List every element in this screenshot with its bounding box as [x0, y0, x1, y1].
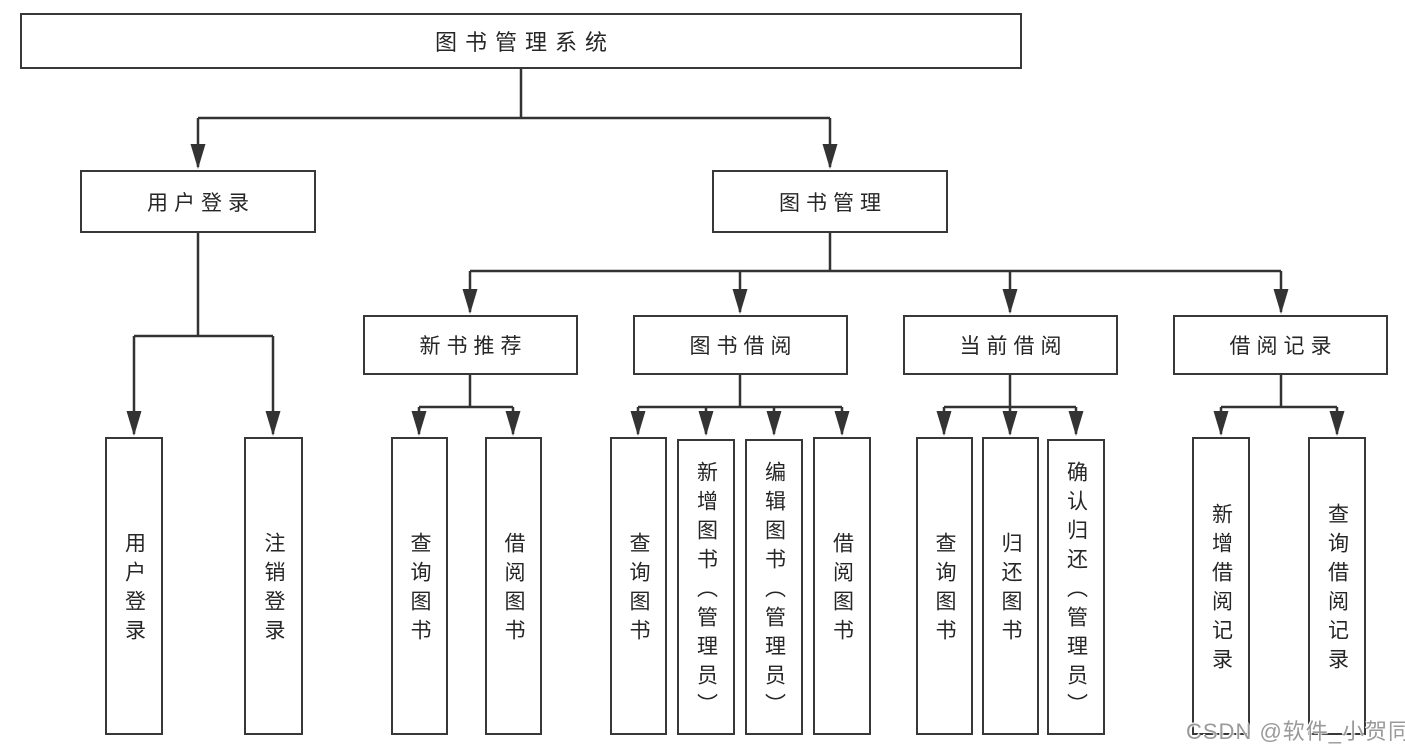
- connector-root: [198, 69, 830, 120]
- node-label: 新书推荐: [419, 335, 528, 358]
- node-label: 新增图书（管理员）: [694, 460, 718, 722]
- leaf-add-book-admin: 新增图书（管理员）: [677, 439, 735, 735]
- node-label: 编辑图书（管理员）: [762, 460, 786, 722]
- node-book-borrow: 图书借阅: [633, 315, 848, 375]
- node-label: 查询借阅记录: [1325, 503, 1349, 677]
- connector-new-book: [419, 375, 513, 409]
- leaf-query-books-recommend: 查询图书: [391, 437, 448, 735]
- leaf-edit-book-admin: 编辑图书（管理员）: [745, 439, 803, 735]
- node-label: 图书借阅: [689, 335, 798, 358]
- leaf-borrow-books: 借阅图书: [813, 437, 871, 735]
- node-label: 当前借阅: [959, 335, 1068, 358]
- node-label: 图书管理系统: [434, 30, 615, 55]
- leaf-confirm-return-admin: 确认归还（管理员）: [1047, 439, 1105, 735]
- node-label: 注销登录: [262, 532, 285, 648]
- node-label: 用户登录: [147, 191, 255, 215]
- node-label: 借阅图书: [830, 532, 854, 648]
- connector-current-borrow: [944, 375, 1076, 409]
- connector-book-borrow: [638, 375, 842, 409]
- node-book-management: 图书管理: [712, 170, 948, 233]
- node-borrow-records: 借阅记录: [1173, 315, 1388, 375]
- connector-book-management: [470, 233, 1281, 273]
- node-new-book-recommend: 新书推荐: [363, 315, 578, 375]
- node-label: 查询图书: [627, 532, 650, 648]
- leaf-query-borrow-record: 查询借阅记录: [1308, 437, 1366, 735]
- node-label: 查询图书: [408, 532, 431, 648]
- node-user-login: 用户登录: [80, 170, 316, 233]
- node-label: 图书管理: [779, 191, 887, 215]
- leaf-return-book: 归还图书: [982, 437, 1039, 735]
- leaf-query-books-current: 查询图书: [916, 437, 973, 735]
- connector-borrow-records: [1221, 375, 1337, 409]
- connector-user-login: [134, 233, 273, 338]
- node-label: 查询图书: [933, 532, 956, 648]
- node-label: 借阅图书: [502, 532, 525, 648]
- csdn-watermark: CSDN @软件_小贺同学: [1186, 719, 1405, 744]
- node-label: 新增借阅记录: [1209, 503, 1233, 677]
- leaf-query-books-borrow: 查询图书: [610, 437, 667, 735]
- node-label: 确认归还（管理员）: [1064, 460, 1088, 722]
- node-current-borrow: 当前借阅: [903, 315, 1118, 375]
- leaf-logout: 注销登录: [244, 437, 303, 735]
- leaf-borrow-books-recommend: 借阅图书: [485, 437, 542, 735]
- node-label: 归还图书: [999, 532, 1022, 648]
- node-label: 借阅记录: [1229, 335, 1338, 358]
- leaf-add-borrow-record: 新增借阅记录: [1192, 437, 1250, 735]
- node-label: 用户登录: [122, 532, 146, 648]
- node-library-system: 图书管理系统: [20, 13, 1022, 69]
- leaf-user-login: 用户登录: [105, 437, 163, 735]
